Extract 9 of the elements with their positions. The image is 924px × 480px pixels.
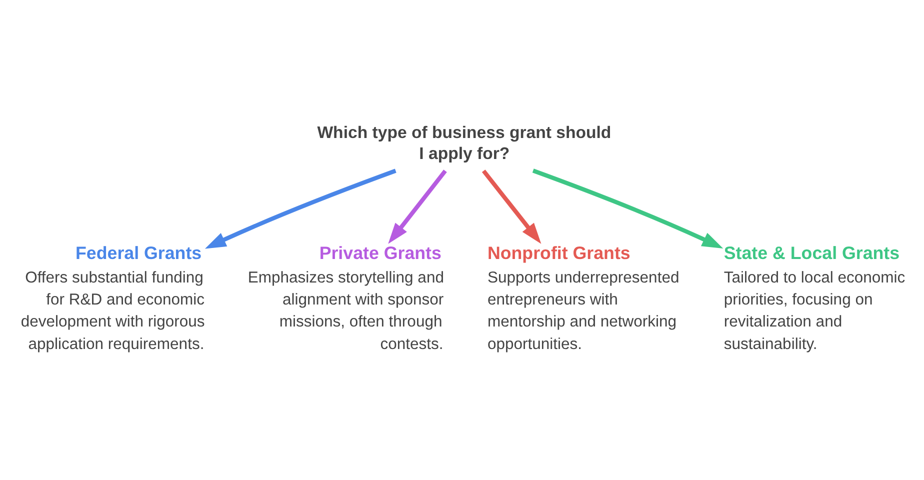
node-text: Nonprofit Grants Supports underrepresented entrepreneurs with mentorship and networking opportunities. — [486, 243, 679, 353]
node-text: Private Grants Emphasizes storytelling and alignment with sponsor missions, often through contests. — [247, 243, 444, 353]
arrow — [388, 170, 446, 244]
node-text: State & Local Grants Tailored to local economic priorities, focusing on revitalization and sustainability. — [723, 243, 905, 353]
arrow — [481, 170, 541, 244]
node-text: Federal Grants Offers substantial funding for R&D and economic development with rigorous application requirements. — [20, 243, 204, 353]
arrow — [532, 168, 723, 249]
node-text: Which type of business grant should I apply for? — [316, 122, 611, 163]
arrow — [204, 168, 396, 249]
